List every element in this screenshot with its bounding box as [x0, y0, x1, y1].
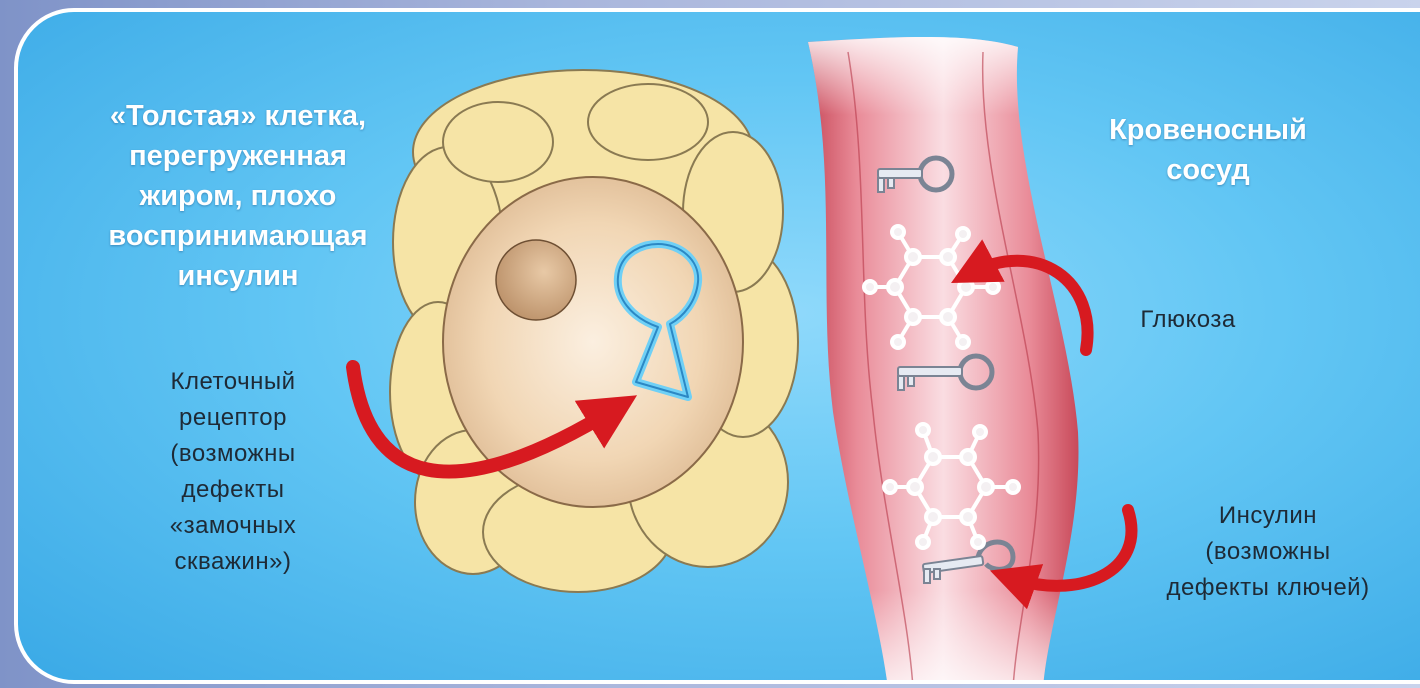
insulin-label: Инсулин (возможны дефекты ключей): [1148, 498, 1388, 606]
fat-cell-label: «Толстая» клетка, перегруженная жиром, п…: [73, 96, 403, 296]
diagram-panel: «Толстая» клетка, перегруженная жиром, п…: [14, 8, 1420, 684]
cell-receptor-label: Клеточный рецептор (возможны дефекты «за…: [133, 364, 333, 580]
fat-cell: [390, 70, 798, 592]
glucose-label: Глюкоза: [1118, 302, 1258, 338]
cell-body: [443, 177, 743, 507]
blood-vessel-label: Кровеносный сосуд: [1088, 110, 1328, 190]
nucleus-icon: [496, 240, 576, 320]
